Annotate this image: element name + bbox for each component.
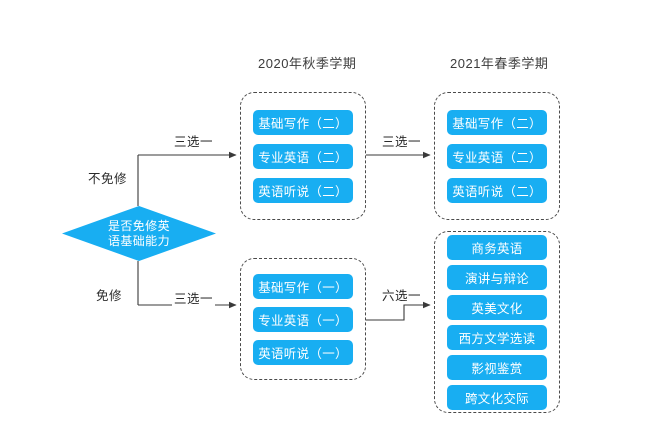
group-container-spring-elective (434, 231, 560, 413)
edge-label-choose-one-of-three-spring-required: 三选一 (380, 131, 424, 150)
course-node[interactable]: 演讲与辩论 (447, 264, 547, 290)
course-node[interactable]: 基础写作（一） (253, 273, 353, 299)
course-node[interactable]: 基础写作（二） (253, 109, 353, 135)
course-node[interactable]: 专业英语（一） (253, 306, 353, 332)
course-node[interactable]: 影视鉴赏 (447, 354, 547, 380)
column-title-fall: 2020年秋季学期 (258, 56, 357, 71)
branch-label-not-exempt: 不免修 (88, 172, 128, 186)
column-title-spring: 2021年春季学期 (450, 56, 549, 71)
course-node[interactable]: 英语听说（二） (253, 177, 353, 203)
edge-label-choose-one-of-three-fall-exempt: 三选一 (172, 288, 216, 307)
course-node[interactable]: 英美文化 (447, 294, 547, 320)
decision-label-line-1: 是否免修英 (107, 218, 170, 233)
edge-fall-exempt-to-spring-elective (366, 301, 431, 321)
branch-label-exempt: 免修 (96, 289, 123, 303)
group-container-fall-required (240, 92, 366, 220)
course-node[interactable]: 西方文学选读 (447, 324, 547, 350)
course-node[interactable]: 商务英语 (447, 234, 547, 260)
course-node[interactable]: 英语听说（二） (447, 177, 547, 203)
course-group-spring-elective: 商务英语 演讲与辩论 英美文化 西方文学选读 影视鉴赏 跨文化交际 (434, 231, 560, 413)
group-container-spring-required (434, 92, 560, 220)
decision-node-english-exemption[interactable]: 是否免修英 语基础能力 (62, 206, 216, 261)
course-node[interactable]: 专业英语（二） (253, 143, 353, 169)
course-group-fall-required: 基础写作（二） 专业英语（二） 英语听说（二） (240, 92, 366, 220)
edge-label-choose-one-of-six-spring-elective: 六选一 (380, 285, 424, 304)
course-node[interactable]: 跨文化交际 (447, 384, 547, 410)
course-group-fall-exempt: 基础写作（一） 专业英语（一） 英语听说（一） (240, 258, 366, 380)
course-group-spring-required: 基础写作（二） 专业英语（二） 英语听说（二） (434, 92, 560, 220)
course-node[interactable]: 英语听说（一） (253, 339, 353, 365)
course-node[interactable]: 基础写作（二） (447, 109, 547, 135)
course-node[interactable]: 专业英语（二） (447, 143, 547, 169)
edge-label-choose-one-of-three-fall-required: 三选一 (172, 131, 216, 150)
decision-label-line-2: 语基础能力 (107, 233, 170, 248)
group-container-fall-exempt (240, 258, 366, 380)
decision-node-label: 是否免修英 语基础能力 (62, 206, 216, 261)
